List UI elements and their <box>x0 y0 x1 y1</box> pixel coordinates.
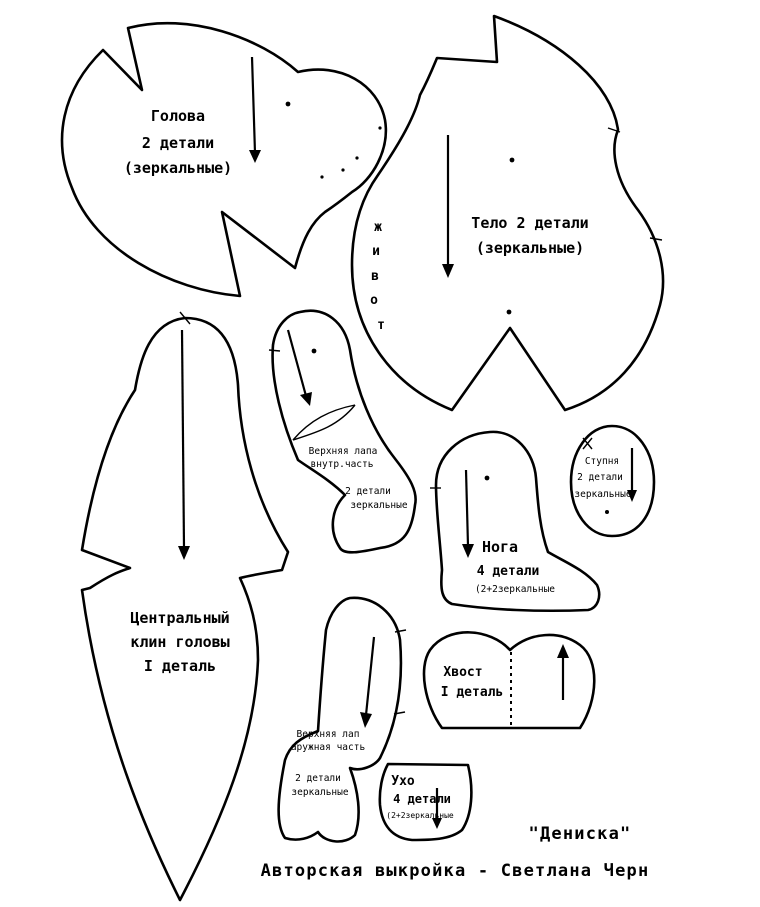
sole-label-3: зеркальные <box>574 489 631 500</box>
leg-label-title: Нога <box>482 538 518 556</box>
ear-piece: Ухо 4 детали (2+2зеркальные <box>378 762 473 842</box>
paw-inner-label-1: Верхняя лапа <box>309 446 378 457</box>
body-piece: Тело 2 детали (зеркальные) ж и в о т <box>350 14 665 412</box>
belly-letter-2: и <box>372 244 380 259</box>
paw-inner-label-4: зеркальные <box>350 500 407 511</box>
paw-outer-label-1: Верхняя лап <box>297 729 360 740</box>
head-label-mirror: (зеркальные) <box>124 159 232 177</box>
head-label-count: 2 детали <box>142 134 214 152</box>
paw-inner-label-2: внутр.часть <box>311 459 374 470</box>
belly-letter-4: о <box>370 293 378 308</box>
sole-label-2: 2 детали <box>577 472 623 483</box>
sole-piece: Ступня 2 детали зеркальные <box>569 424 656 538</box>
belly-letter-5: т <box>377 318 385 333</box>
leg-label-mirror: (2+2зеркальные <box>475 584 555 595</box>
paw-inner-piece: Верхняя лапа внутр.часть 2 детали зеркал… <box>268 309 417 554</box>
ear-label-title: Ухо <box>391 774 415 789</box>
head-label-title: Голова <box>151 107 205 125</box>
leg-piece: Нога 4 детали (2+2зеркальные <box>430 430 601 613</box>
pattern-author: Авторская выкройка - Светлана Черн <box>261 861 650 881</box>
body-label-title: Тело 2 детали <box>471 214 588 232</box>
ear-label-mirror: (2+2зеркальные <box>386 811 454 820</box>
paw-outer-label-3: 2 детали <box>295 773 341 784</box>
ear-label-count: 4 детали <box>393 792 451 806</box>
paw-inner-label-3: 2 детали <box>345 486 391 497</box>
head-piece: Голова 2 детали (зеркальные) <box>60 21 388 298</box>
paw-outer-piece: Верхняя лап аружная часть 2 детали зерка… <box>277 596 407 843</box>
body-label-mirror: (зеркальные) <box>476 239 584 257</box>
belly-letter-3: в <box>371 269 379 284</box>
paw-outer-label-2: аружная часть <box>291 742 366 753</box>
tail-piece: Хвост I деталь <box>422 631 596 730</box>
tail-label-title: Хвост <box>443 665 482 680</box>
wedge-label-sub: клин головы <box>130 633 229 651</box>
paw-outer-label-4: зеркальные <box>291 787 348 798</box>
belly-letter-1: ж <box>374 220 382 235</box>
leg-label-count: 4 детали <box>477 564 540 579</box>
wedge-label-count: I деталь <box>144 657 216 675</box>
pattern-name: "Дениска" <box>529 824 632 844</box>
wedge-label-title: Центральный <box>130 609 229 627</box>
sole-label-1: Ступня <box>585 456 619 467</box>
center-wedge-piece: Центральный клин головы I деталь <box>80 311 290 902</box>
tail-label-count: I деталь <box>441 685 504 700</box>
